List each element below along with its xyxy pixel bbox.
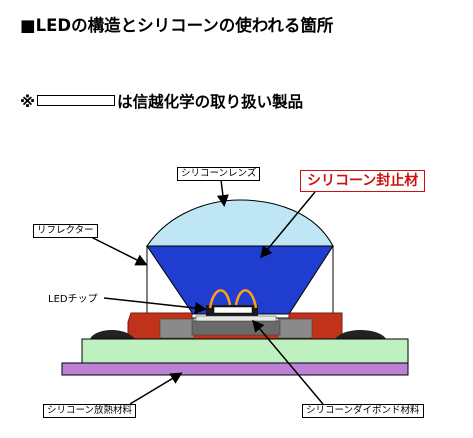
note-suffix: は信越化学の取り扱い製品 (117, 93, 304, 111)
label-led-chip: LEDチップ (48, 294, 98, 305)
legend-note: ※ は信越化学の取り扱い製品 (20, 90, 303, 112)
note-prefix: ※ (20, 93, 36, 111)
arrow-heat-dissipation (129, 372, 183, 405)
left-foot (90, 329, 135, 339)
page-title: ■LEDの構造とシリコーンの使われる箇所 (20, 16, 334, 35)
legend-box-sample (37, 95, 116, 106)
arrow-led-chip (103, 297, 207, 314)
arrow-lens (216, 179, 229, 207)
label-reflector: リフレクター (33, 224, 98, 238)
label-silicone-heat-dissipation: シリコーン放熱材料 (43, 404, 137, 418)
silicone-lens-shape (146, 199, 334, 247)
label-silicone-die-bond: シリコーンダイボンド材料 (302, 404, 424, 418)
arrow-die-bond (252, 319, 324, 405)
purple-heat-layer (61, 362, 409, 376)
left-lead-block (159, 318, 195, 339)
bond-wire-left (208, 289, 232, 309)
arrow-encapsulant (260, 191, 316, 259)
right-foot (335, 329, 386, 339)
chip-carrier (191, 320, 281, 336)
bond-wire-right (234, 289, 258, 309)
right-lead-block (277, 318, 313, 339)
led-chip-top (213, 306, 253, 314)
green-board (81, 338, 409, 364)
arrow-reflector (86, 234, 148, 266)
label-silicone-lens: シリコーンレンズ (177, 167, 261, 181)
label-silicone-encapsulant: シリコーン封止材 (300, 170, 426, 192)
